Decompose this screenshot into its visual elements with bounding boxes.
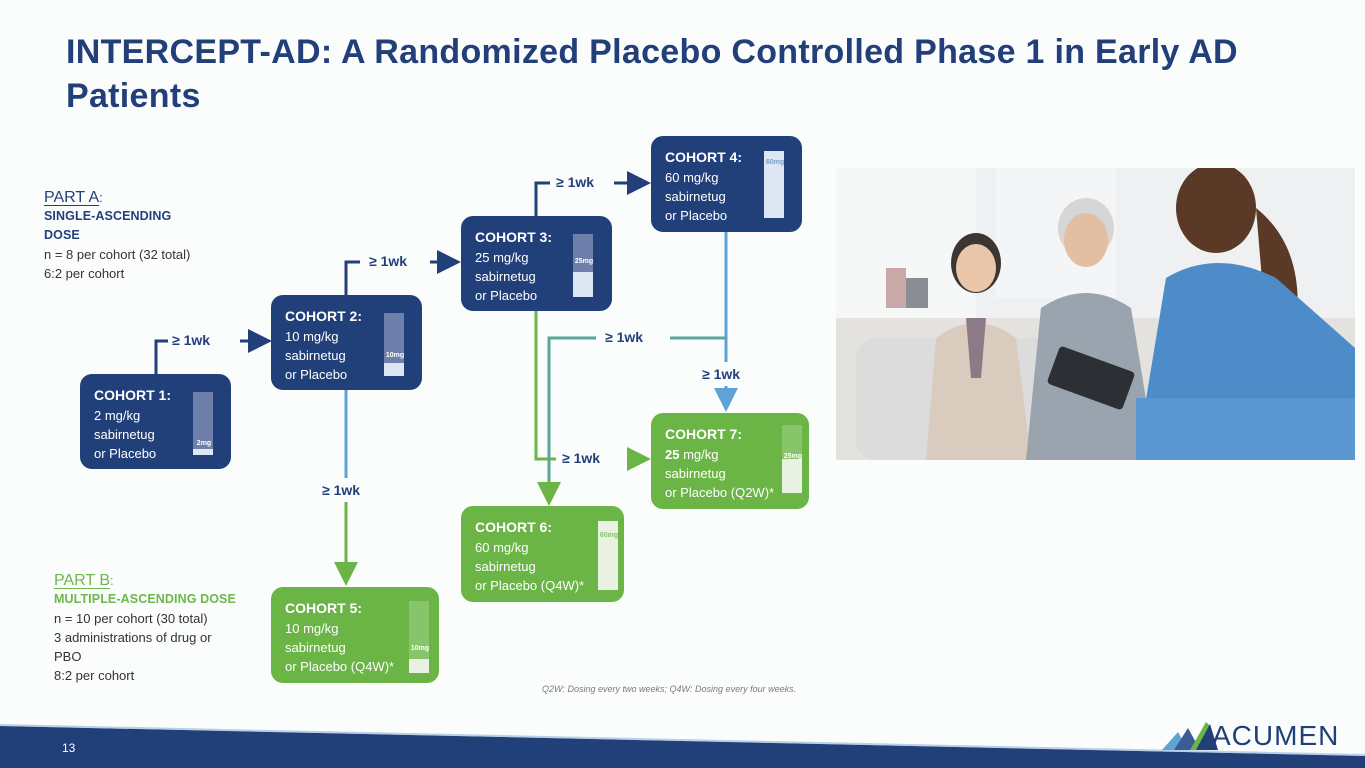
cohort-dose: 10 mg/kg bbox=[285, 329, 339, 344]
dose-bar-label: 25mg bbox=[574, 258, 594, 265]
cohort-title: COHORT 7: bbox=[665, 426, 742, 442]
part-b-title: MULTIPLE-ASCENDING DOSE bbox=[54, 592, 236, 606]
cohort-dose-unit: mg/kg bbox=[679, 447, 719, 462]
dose-bar: 60mg bbox=[598, 521, 618, 590]
interval-label: ≥ 1wk bbox=[365, 253, 412, 269]
logo-mountains-icon bbox=[1162, 722, 1218, 750]
cohort-dose: 60 mg/kg bbox=[475, 540, 529, 555]
interval-label: ≥ 1wk bbox=[558, 450, 605, 466]
dose-bar-fill bbox=[782, 425, 802, 459]
cohort-drug: sabirnetug bbox=[475, 559, 536, 574]
cohort-drug: sabirnetug bbox=[285, 348, 346, 363]
part-a-line: 6:2 per cohort bbox=[44, 266, 125, 281]
cohort-title: COHORT 2: bbox=[285, 308, 362, 324]
part-b-line: PBO bbox=[54, 649, 82, 664]
part-b-line: 8:2 per cohort bbox=[54, 668, 135, 683]
part-b-colon: : bbox=[110, 573, 114, 588]
dose-bar-fill bbox=[384, 313, 404, 364]
cohort-4-box: COHORT 4: 60 mg/kg sabirnetug or Placebo… bbox=[651, 136, 802, 232]
dose-bar: 2mg bbox=[193, 392, 213, 455]
dose-bar-label: 10mg bbox=[385, 352, 405, 359]
cohort-dose: 25 mg/kg bbox=[475, 250, 529, 265]
logo-text: ACUMEN bbox=[1212, 720, 1340, 751]
part-a-label: PART A bbox=[44, 189, 100, 206]
connector-c1-c2 bbox=[154, 339, 170, 374]
part-a-colon: : bbox=[99, 190, 103, 205]
patients-photo bbox=[836, 168, 1355, 460]
page-number: 13 bbox=[62, 741, 76, 755]
part-b-label: PART B bbox=[54, 572, 111, 589]
cohort-drug: sabirnetug bbox=[665, 466, 726, 481]
cohort-placebo: or Placebo (Q2W)* bbox=[665, 485, 775, 500]
cohort-title: COHORT 6: bbox=[475, 519, 552, 535]
acumen-logo: ACUMEN bbox=[1160, 718, 1340, 754]
dose-bar-label: 60mg bbox=[765, 159, 785, 166]
cohort-title: COHORT 4: bbox=[665, 149, 742, 165]
cohort-placebo: or Placebo bbox=[94, 446, 157, 461]
cohort-placebo: or Placebo bbox=[475, 288, 538, 303]
interval-label: ≥ 1wk bbox=[601, 329, 648, 345]
cohort-dose: 60 mg/kg bbox=[665, 170, 719, 185]
dose-bar: 60mg bbox=[764, 151, 784, 218]
dose-bar: 25mg bbox=[573, 234, 593, 297]
cohort-dose-number: 25 bbox=[665, 447, 680, 462]
connector-c4-c6-left bbox=[547, 336, 596, 498]
cohort-drug: sabirnetug bbox=[94, 427, 155, 442]
dose-bar-label: 2mg bbox=[196, 440, 212, 447]
part-a-title-2: DOSE bbox=[44, 228, 80, 242]
cohort-placebo: or Placebo bbox=[665, 208, 728, 223]
interval-label: ≥ 1wk bbox=[698, 366, 745, 382]
cohort-placebo: or Placebo bbox=[285, 367, 348, 382]
cohort-2-box: COHORT 2: 10 mg/kg sabirnetug or Placebo… bbox=[271, 295, 422, 390]
cohort-title: COHORT 1: bbox=[94, 387, 171, 403]
dose-bar-fill bbox=[573, 234, 593, 272]
dose-bar-label: 25mg bbox=[783, 453, 803, 460]
part-b-line: 3 administrations of drug or bbox=[54, 630, 212, 645]
slide-title: INTERCEPT-AD: A Randomized Placebo Contr… bbox=[66, 33, 1238, 115]
cohort-placebo: or Placebo (Q4W)* bbox=[475, 578, 585, 593]
cohort-dose: 10 mg/kg bbox=[285, 621, 339, 636]
cohort-drug: sabirnetug bbox=[285, 640, 346, 655]
cohort-3-box: COHORT 3: 25 mg/kg sabirnetug or Placebo… bbox=[461, 216, 612, 311]
part-b-line: n = 10 per cohort (30 total) bbox=[54, 611, 208, 626]
interval-label: ≥ 1wk bbox=[318, 482, 365, 498]
part-a-line: n = 8 per cohort (32 total) bbox=[44, 247, 191, 262]
photo-illustration bbox=[836, 168, 1355, 460]
cohort-dose: 2 mg/kg bbox=[94, 408, 141, 423]
part-a-description: PART A: SINGLE-ASCENDING DOSE n = 8 per … bbox=[44, 188, 244, 283]
part-b-description: PART B: MULTIPLE-ASCENDING DOSE n = 10 p… bbox=[54, 571, 254, 685]
cohort-6-box: COHORT 6: 60 mg/kg sabirnetug or Placebo… bbox=[461, 506, 624, 602]
dose-bar-label: 10mg bbox=[410, 645, 430, 652]
connector-c2-c3 bbox=[344, 260, 360, 295]
dose-bar: 25mg bbox=[782, 425, 802, 493]
cohort-drug: sabirnetug bbox=[665, 189, 726, 204]
part-a-title-1: SINGLE-ASCENDING bbox=[44, 209, 172, 223]
cohort-title: COHORT 5: bbox=[285, 600, 362, 616]
dose-bar-fill bbox=[193, 392, 213, 449]
connector-c3-c4 bbox=[534, 181, 550, 216]
dose-bar: 10mg bbox=[409, 601, 429, 673]
cohort-title: COHORT 3: bbox=[475, 229, 552, 245]
dose-bar: 10mg bbox=[384, 313, 404, 376]
footnote: Q2W: Dosing every two weeks; Q4W: Dosing… bbox=[542, 684, 797, 694]
interval-label: ≥ 1wk bbox=[552, 174, 599, 190]
cohort-7-box: COHORT 7: 25 mg/kg sabirnetug or Placebo… bbox=[651, 413, 809, 509]
dose-bar-fill bbox=[409, 601, 429, 659]
cohort-placebo: or Placebo (Q4W)* bbox=[285, 659, 395, 674]
dose-bar-label: 60mg bbox=[599, 532, 619, 539]
cohort-1-box: COHORT 1: 2 mg/kg sabirnetug or Placebo … bbox=[80, 374, 231, 469]
cohort-5-box: COHORT 5: 10 mg/kg sabirnetug or Placebo… bbox=[271, 587, 439, 683]
interval-label: ≥ 1wk bbox=[168, 332, 215, 348]
cohort-drug: sabirnetug bbox=[475, 269, 536, 284]
cohort-dose: 25 mg/kg bbox=[665, 445, 795, 464]
